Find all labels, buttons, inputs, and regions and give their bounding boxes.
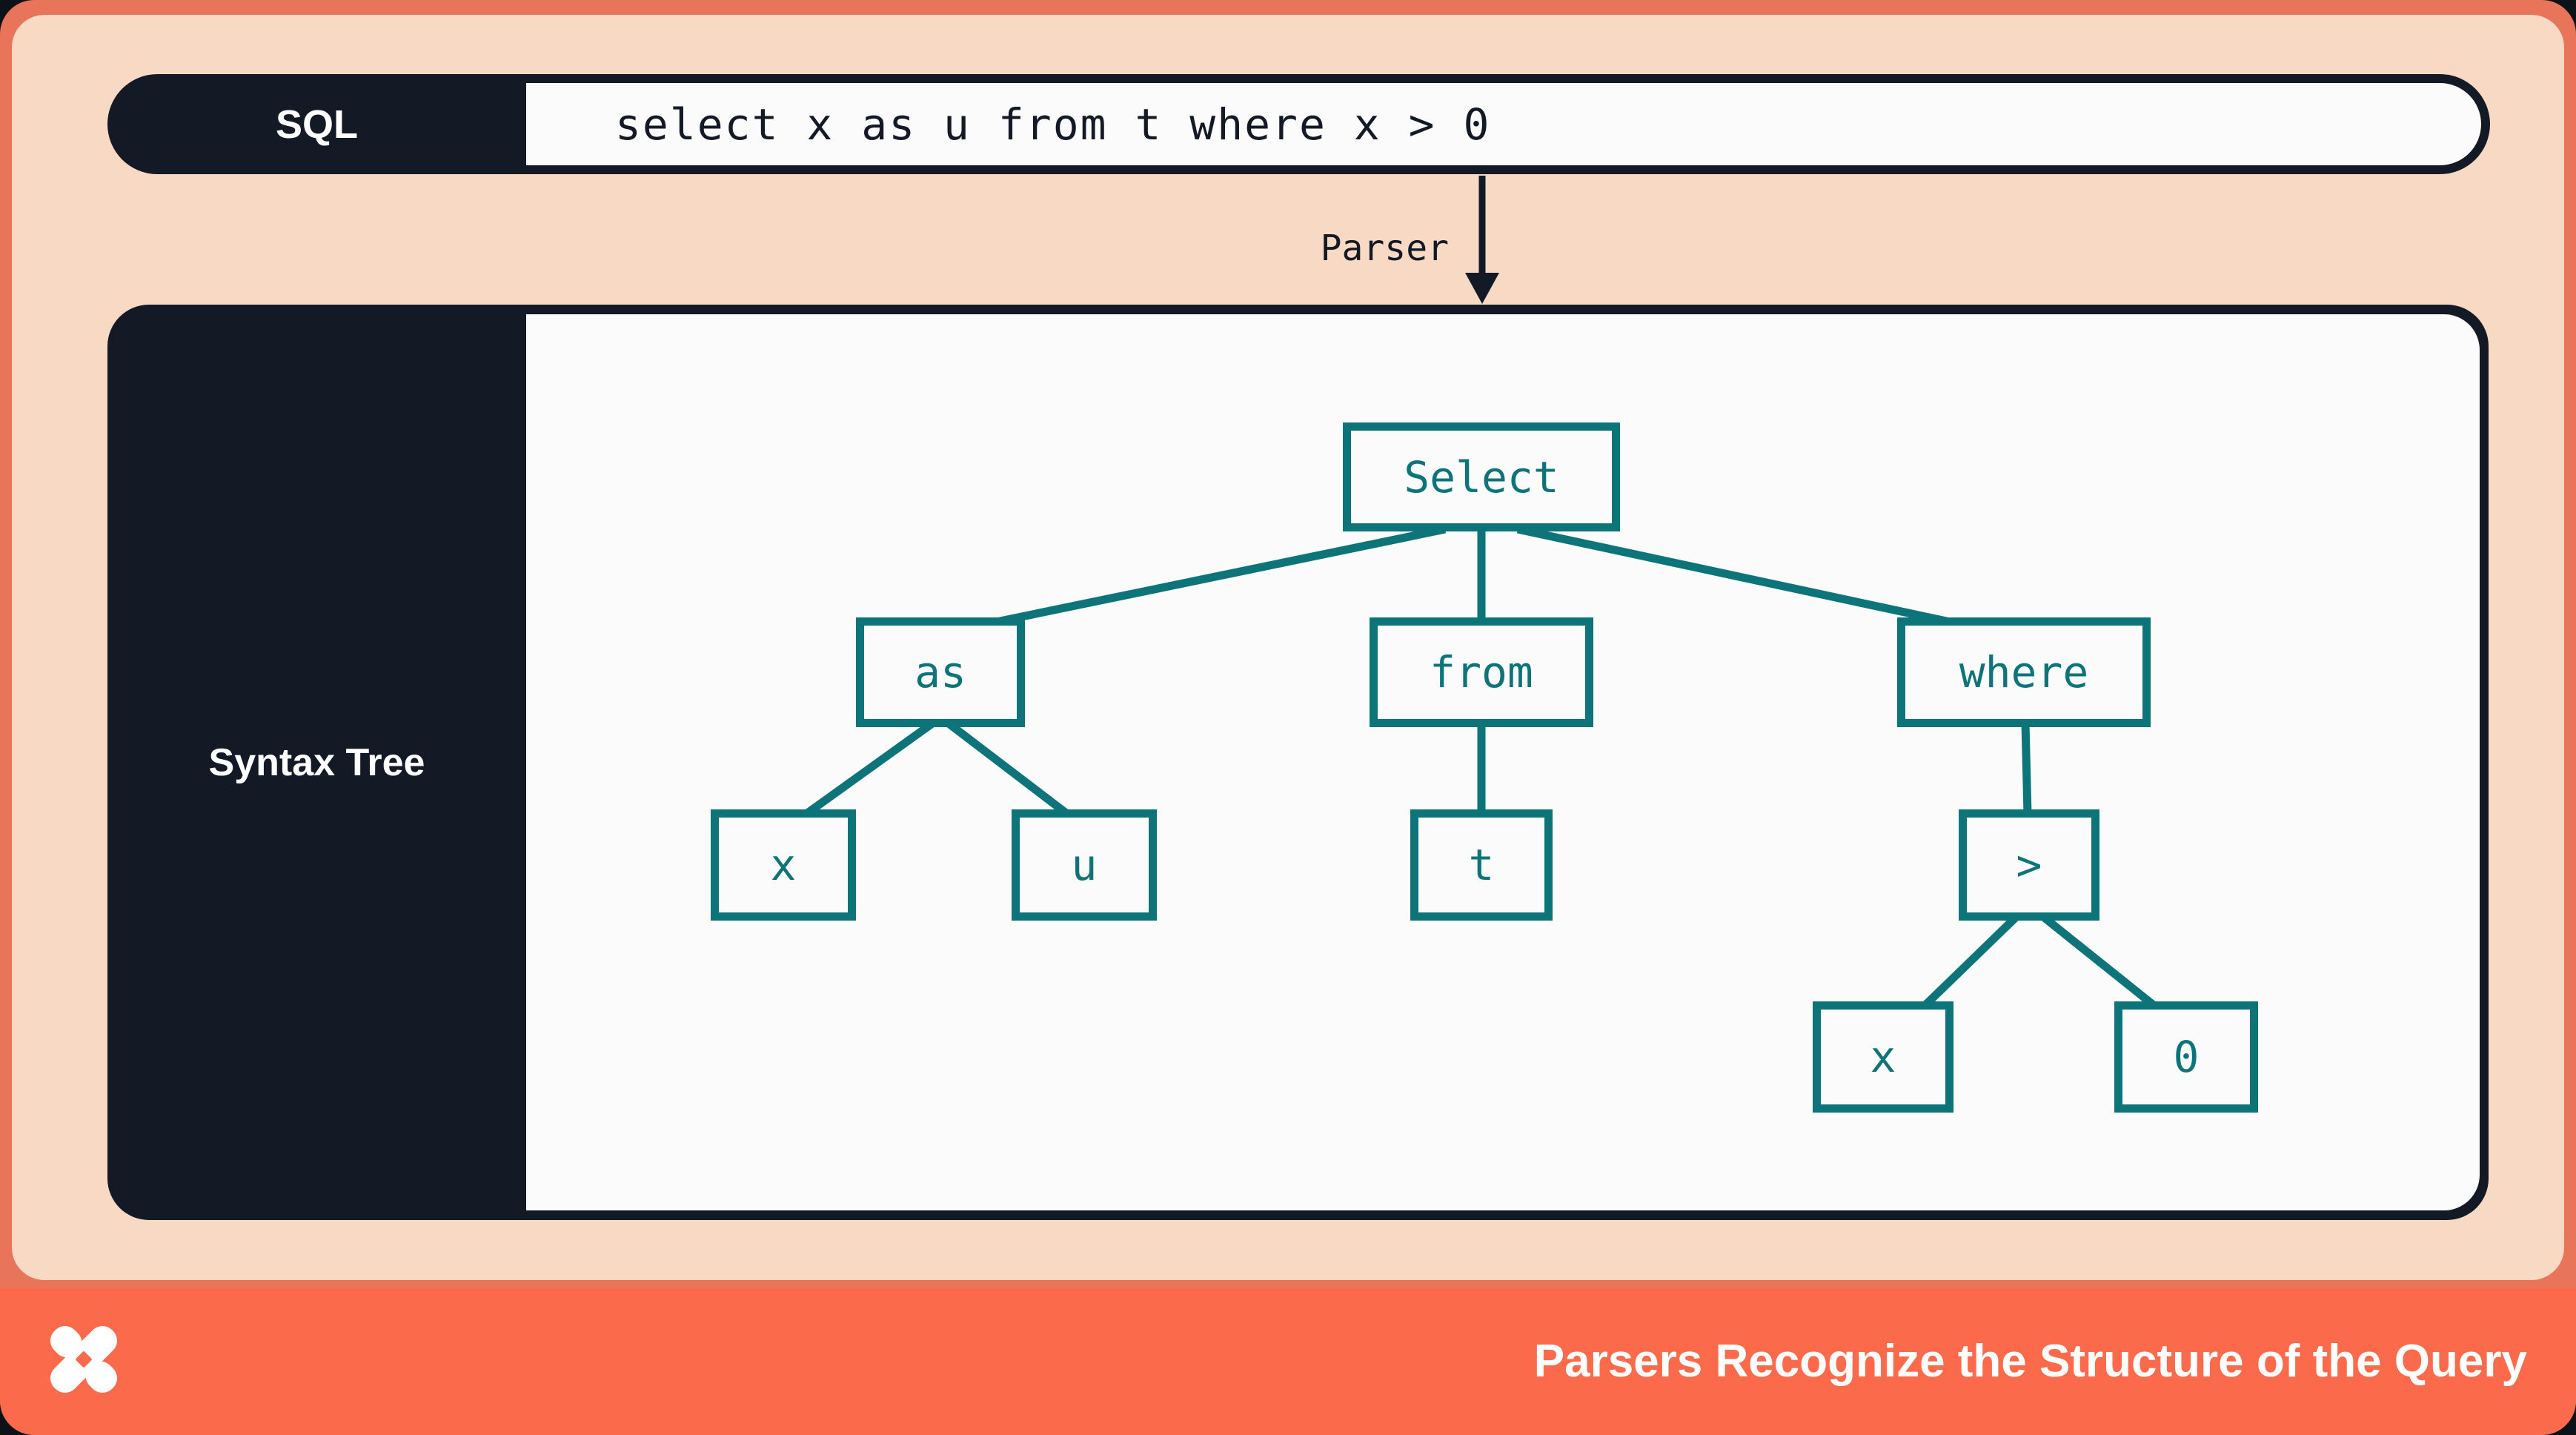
sql-bar: SQL select x as u from t where x > 0 [107, 74, 2490, 174]
sql-query-box: select x as u from t where x > 0 [526, 83, 2481, 165]
footer-title: Parsers Recognize the Structure of the Q… [1533, 1336, 2527, 1387]
syntax-tree-panel: Syntax Tree [107, 305, 2489, 1220]
syntax-tree-canvas [526, 314, 2480, 1210]
syntax-tree-panel-label: Syntax Tree [208, 740, 425, 784]
footer-bar: Parsers Recognize the Structure of the Q… [0, 1287, 2576, 1435]
sql-query-text: select x as u from t where x > 0 [615, 99, 1491, 150]
sql-bar-label: SQL [275, 102, 358, 147]
parser-label: Parser [1320, 228, 1449, 269]
dolthub-pinwheel-logo-icon [50, 1325, 118, 1393]
